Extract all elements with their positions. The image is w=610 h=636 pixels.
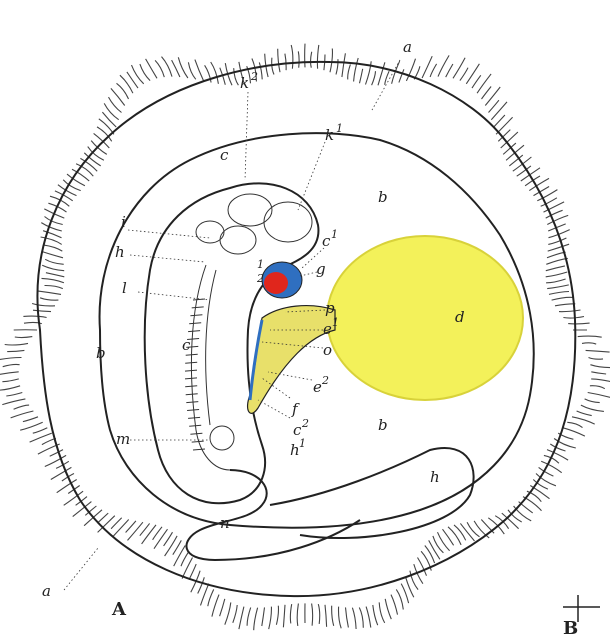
label-e2: e	[313, 378, 322, 396]
brain-vesicles	[196, 194, 312, 254]
label-arch-1: 1	[257, 258, 264, 271]
tail-bud	[210, 426, 234, 450]
label-c-top: c	[220, 146, 229, 164]
yolk-sac	[327, 236, 523, 400]
label-b-bottom: b	[378, 416, 388, 434]
label-n: n	[220, 514, 230, 532]
somites	[185, 299, 205, 450]
label-e2-sup: 2	[321, 374, 329, 387]
panel-label-b: B	[563, 618, 578, 636]
label-b-top: b	[378, 188, 388, 206]
heart-inner	[264, 272, 288, 294]
label-h: h	[115, 243, 125, 261]
label-c2-sup: 2	[301, 417, 309, 430]
neural-tube-inner	[206, 270, 216, 425]
label-c1: c	[322, 232, 331, 250]
label-k1-sup: 1	[336, 122, 343, 135]
label-k2-sup: 2	[250, 70, 258, 83]
label-l: l	[122, 279, 127, 297]
panel-label-a: A	[111, 599, 127, 620]
label-e1: e	[323, 320, 332, 338]
tail-loop	[186, 470, 360, 560]
label-c1-sup: 1	[331, 228, 338, 241]
label-o: o	[323, 341, 332, 359]
label-k1: k	[325, 126, 334, 144]
label-e1-sup: 1	[332, 316, 339, 329]
label-h-right: h	[430, 468, 440, 486]
label-h1-sup: 1	[299, 437, 306, 450]
body-stalk	[270, 448, 474, 538]
label-f: f	[291, 400, 300, 418]
label-i: i	[121, 213, 126, 231]
label-d: d	[455, 308, 465, 326]
label-c-mid: c	[182, 336, 191, 354]
label-a-top: a	[403, 38, 412, 56]
label-g: g	[316, 260, 326, 278]
label-p: p	[325, 299, 335, 317]
label-a-bottom: a	[42, 582, 51, 600]
label-b-left: b	[96, 344, 106, 362]
label-m: m	[116, 430, 130, 448]
label-arch-2: 2	[256, 272, 264, 285]
label-k2: k	[240, 74, 249, 92]
